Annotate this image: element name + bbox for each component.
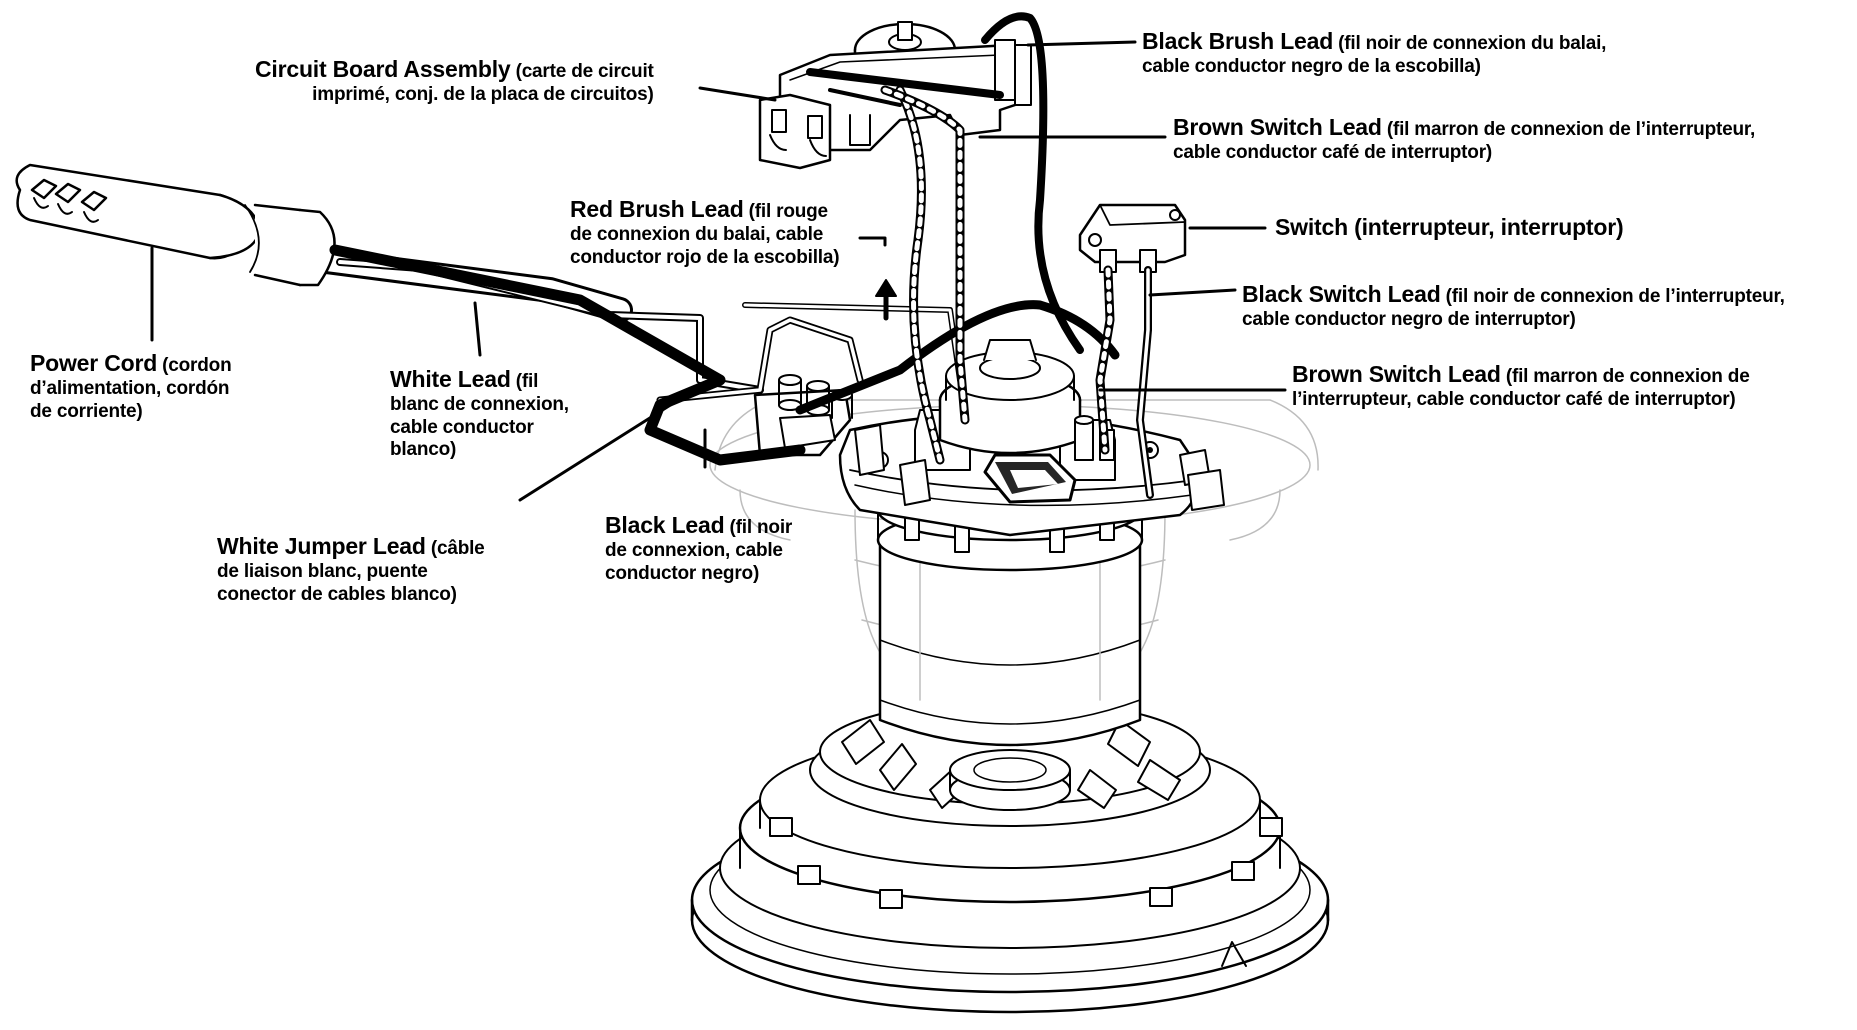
- terminal-block: [753, 374, 853, 457]
- label-circuit-board-assembly: Circuit Board Assembly (carte de circuit…: [255, 56, 654, 105]
- leader-lines: [150, 40, 1287, 502]
- red-brush-lead-wire: [895, 85, 945, 465]
- label-power-cord: Power Cord (cordon d’alimentation, cordó…: [30, 350, 232, 422]
- label-name: Circuit Board Assembly: [255, 56, 511, 82]
- up-arrow-icon: [875, 279, 897, 321]
- label-brown-switch-lead-bottom: Brown Switch Lead (fil marron de connexi…: [1292, 361, 1750, 410]
- switch-part: [1078, 203, 1187, 273]
- brown-switch-lead-bottom-wire: [1095, 265, 1115, 455]
- label-red-brush-lead: Red Brush Lead (fil rouge de connexion d…: [570, 196, 840, 268]
- mounting-plate: [838, 339, 1225, 537]
- brown-switch-lead-top-wire: [880, 85, 970, 425]
- label-switch: Switch (interrupteur, interruptor): [1275, 214, 1624, 240]
- label-white-lead: White Lead (fil blanc de connexion, cabl…: [390, 366, 569, 461]
- label-black-brush-lead: Black Brush Lead (fil noir de connexion …: [1142, 28, 1607, 77]
- black-switch-lead-wire: [1136, 266, 1154, 499]
- label-white-jumper-lead: White Jumper Lead (câble de liaison blan…: [217, 533, 485, 605]
- black-brush-lead-wire: [981, 12, 1084, 354]
- label-black-switch-lead: Black Switch Lead (fil noir de connexion…: [1242, 281, 1785, 330]
- sanding-pad: [690, 699, 1330, 1014]
- black-wire-to-switch: [795, 300, 1120, 415]
- black-lead-wire: [329, 244, 806, 466]
- label-black-lead: Black Lead (fil noir de connexion, cable…: [605, 512, 793, 584]
- label-brown-switch-lead-top: Brown Switch Lead (fil marron de connexi…: [1173, 114, 1756, 163]
